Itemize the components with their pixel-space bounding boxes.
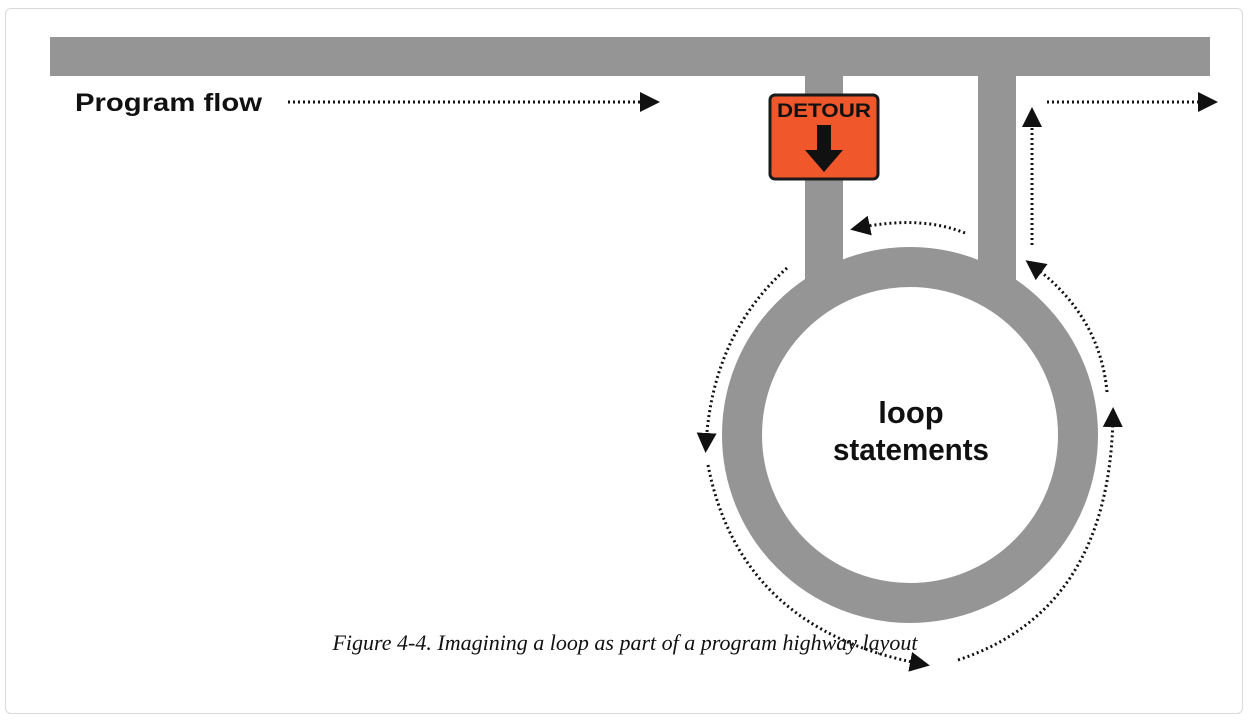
main-highway-road <box>50 37 1210 76</box>
loop-road-ring <box>722 247 1098 623</box>
loop-label-line2: statements <box>833 432 989 467</box>
detour-sign-icon: DETOUR <box>768 93 880 181</box>
exit-ramp-road <box>978 60 1016 280</box>
figure-caption: Figure 4-4. Imagining a loop as part of … <box>332 630 918 655</box>
loop-label-line1: loop <box>878 395 943 430</box>
flow-arrow-loop-bottom-left <box>706 464 930 672</box>
detour-sign-label: DETOUR <box>777 101 871 122</box>
program-flow-label: Program flow <box>75 89 263 117</box>
flow-arrow-return-top <box>850 215 966 236</box>
flow-arrow-loop-bottom-right <box>957 407 1123 662</box>
down-arrow-icon <box>805 125 843 172</box>
